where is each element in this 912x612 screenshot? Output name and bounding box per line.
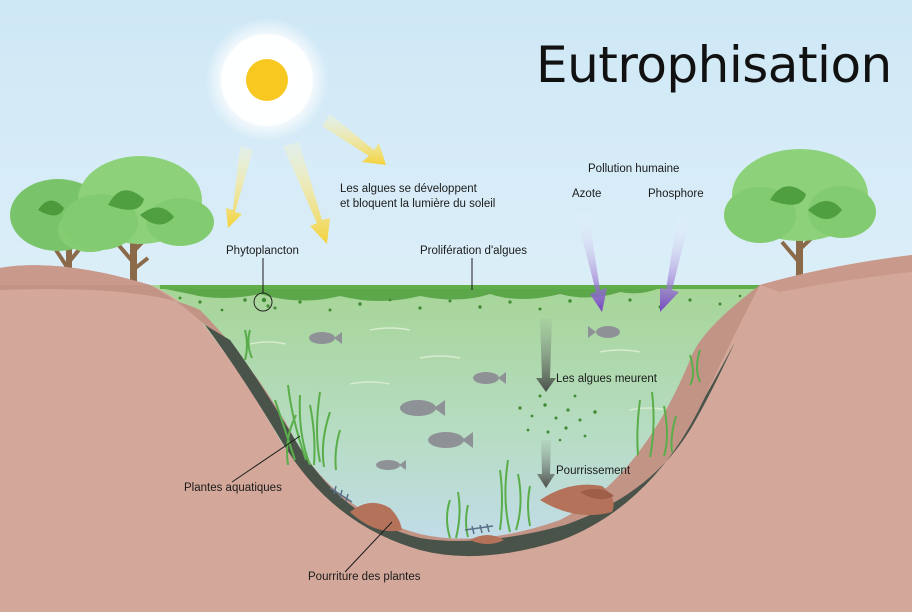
algae-bloom-layer — [160, 288, 660, 301]
page-title: Eutrophisation — [536, 36, 892, 94]
down-arrow-icon — [536, 318, 556, 488]
tree-left-front — [62, 156, 214, 287]
label-aquatic-plants: Plantes aquatiques — [184, 482, 282, 494]
nitrogen-arrow-icon — [576, 210, 607, 312]
dead-algae-dots — [518, 394, 597, 442]
label-leaders — [231, 258, 473, 573]
decaying-leaves — [350, 484, 614, 544]
fish — [400, 400, 445, 416]
fish — [473, 372, 506, 384]
label-phytoplankton: Phytoplancton — [226, 245, 299, 257]
fish — [428, 432, 473, 448]
water-ripples — [249, 327, 667, 411]
fish — [309, 332, 342, 344]
earth-bank-left — [0, 255, 912, 612]
pollution-arrows — [576, 210, 690, 312]
label-nitrogen: Azote — [572, 188, 602, 200]
label-algae-grow-line2: et bloquent la lumière du soleil — [340, 198, 496, 210]
label-decay: Pourrissement — [556, 465, 631, 477]
fish-group — [309, 326, 620, 470]
label-algae-die: Les algues meurent — [556, 373, 658, 385]
phosphorus-arrow-icon — [660, 214, 690, 312]
label-algae-bloom: Prolifération d'algues — [420, 245, 528, 257]
label-human-pollution: Pollution humaine — [588, 163, 680, 175]
dead-fish-icon — [329, 485, 494, 535]
label-algae-grow-line1: Les algues se développent — [340, 183, 477, 195]
fish — [588, 326, 620, 338]
label-plant-rot: Pourriture des plantes — [308, 571, 421, 583]
aquatic-plants — [244, 329, 701, 539]
sun-icon — [205, 18, 329, 142]
lake-sediment — [205, 325, 735, 557]
fish — [376, 460, 406, 470]
label-phosphorus: Phosphore — [648, 188, 704, 200]
tree-right — [724, 149, 876, 286]
sunlight-rays — [226, 114, 386, 244]
